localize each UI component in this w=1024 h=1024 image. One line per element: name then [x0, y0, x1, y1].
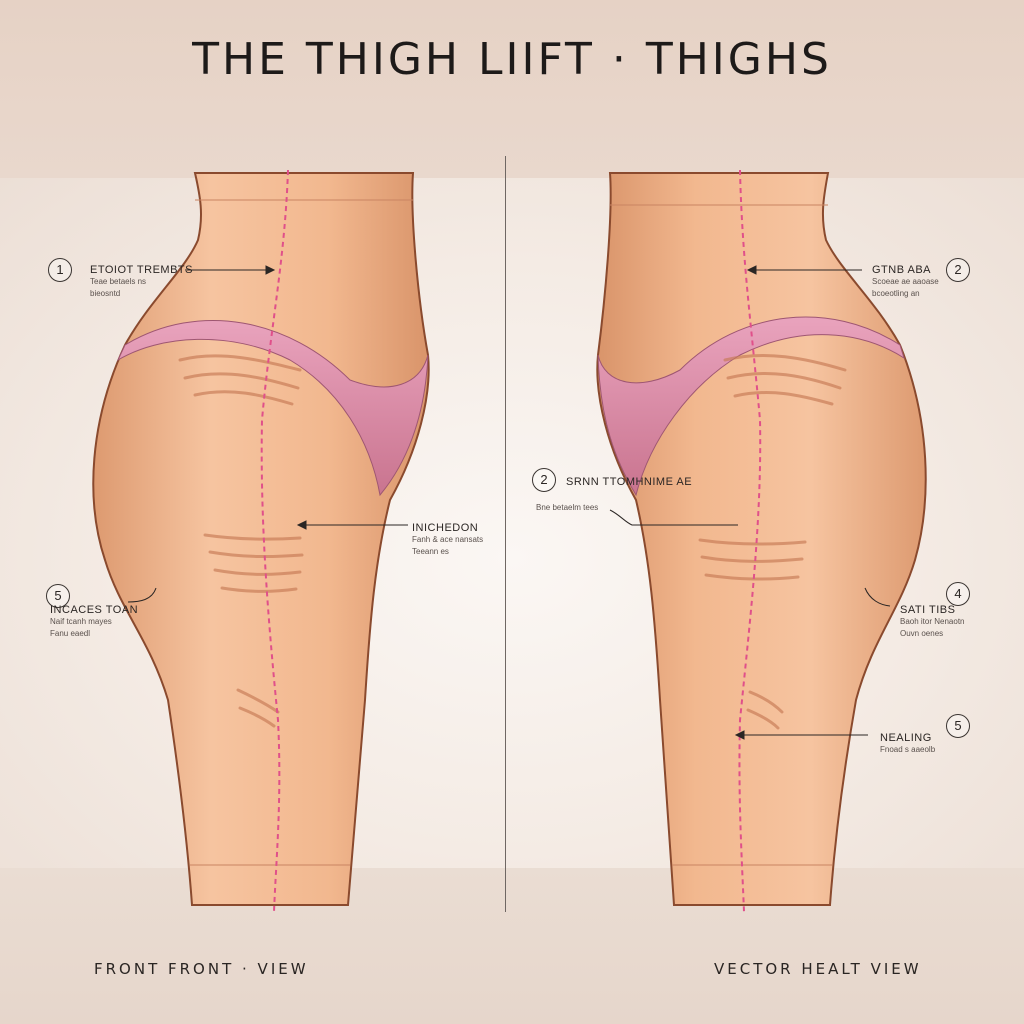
left-underwear	[116, 320, 429, 497]
right-figure	[596, 169, 927, 913]
right-fold-lines	[698, 353, 847, 730]
callout-number: 2	[946, 258, 970, 282]
left-figure	[92, 169, 430, 913]
leader-lines	[127, 265, 891, 740]
callout-subtext: bcoeotling an	[872, 289, 920, 298]
right-body	[596, 172, 927, 906]
arrow-5b	[734, 730, 745, 740]
left-view-label: FRONT FRONT · VIEW	[94, 960, 309, 978]
callout-number: 4	[946, 582, 970, 606]
callout-subtext: Ouvn oenes	[900, 629, 944, 638]
right-view-label: VECTOR HEALT VIEW	[714, 960, 922, 978]
callout-title: INICHEDON	[412, 522, 479, 534]
callout-title: SRNN TTOMHNIME AE	[566, 476, 693, 488]
view-divider	[505, 156, 506, 912]
callout-subtext: Bne betaelm tees	[536, 503, 599, 512]
callout-number: 5	[46, 584, 70, 608]
floor-band	[0, 868, 1024, 1024]
callout-title: GTNB ABA	[872, 264, 932, 276]
callout-subtext: Baoh itor Nenaotn	[900, 617, 965, 626]
callout-title: SATI TIBS	[900, 604, 956, 616]
callout-subtext: Fanh & ace nansats	[412, 535, 484, 544]
callout-subtext: Scoeae ae aaoase	[872, 277, 939, 286]
callout-title: ETOIOT TREMBTS	[90, 264, 193, 276]
left-fold-lines	[178, 354, 304, 728]
callout-title: NEALING	[880, 732, 932, 744]
leader-3	[609, 509, 738, 526]
right-underwear	[597, 316, 905, 497]
callout-number: 2	[532, 468, 556, 492]
leader-4	[864, 587, 891, 607]
arrow-1	[265, 265, 276, 275]
callout-number: 5	[946, 714, 970, 738]
arrow-incision	[296, 520, 307, 530]
callout-subtext: bieosntd	[90, 289, 121, 298]
header-band	[0, 0, 1024, 178]
callout-subtext: Naif tcanh mayes	[50, 617, 112, 626]
callout-subtext: Fanu eaedl	[50, 629, 91, 638]
callout-incision: INICHEDON Fanh & ace nansats Teeann es	[412, 522, 483, 558]
callout-subtext: Teeann es	[412, 547, 449, 556]
leader-5a	[127, 587, 157, 603]
callout-number: 1	[48, 258, 72, 282]
callout-subtext: Fnoad s aaeolb	[880, 745, 936, 754]
arrow-2	[746, 265, 757, 275]
callout-subtext: Teae betaels ns	[90, 277, 147, 286]
callout-title: INCACES TOAN	[50, 604, 139, 616]
page-title: THE THIGH LIIFT · THIGHS	[192, 34, 832, 85]
